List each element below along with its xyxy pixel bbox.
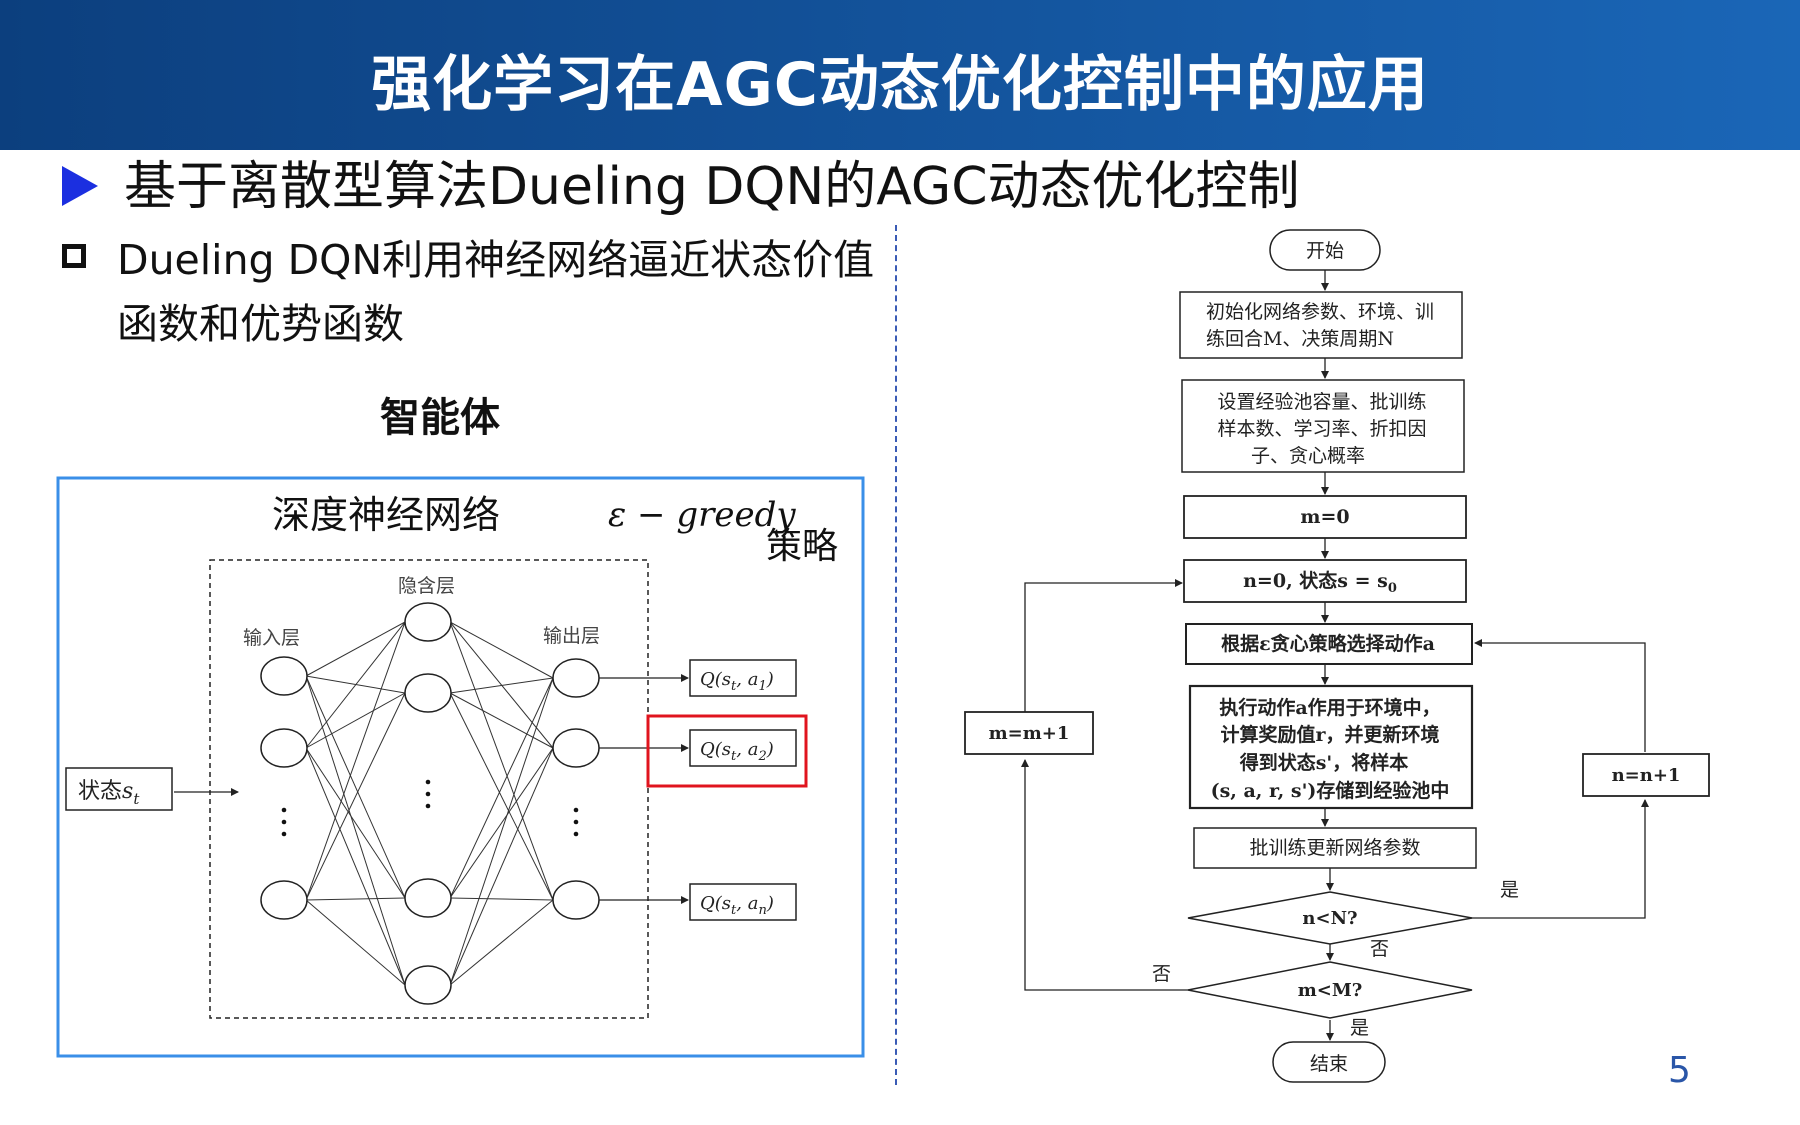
m-inc-box bbox=[964, 711, 1094, 755]
n-check-text: n<N? bbox=[1302, 908, 1357, 929]
q-output-box-3 bbox=[689, 883, 797, 921]
q-output-text-1: Q(st, a1) bbox=[700, 669, 774, 694]
execute-text-1: 执行动作a作用于环境中， bbox=[1219, 696, 1440, 719]
batch-train-box bbox=[1193, 827, 1477, 869]
square-bullet-icon bbox=[62, 244, 86, 268]
n-inc-box bbox=[1582, 753, 1710, 797]
output-layer-label: 输出层 bbox=[543, 625, 600, 647]
q-output-text-3: Q(st, an) bbox=[700, 893, 774, 918]
vertical-divider bbox=[895, 225, 897, 1085]
output-node bbox=[552, 658, 600, 698]
state-input-box bbox=[65, 767, 173, 811]
bullet-point: Dueling DQN利用神经网络逼近状态价值 函数和优势函数 bbox=[62, 228, 882, 356]
no-loop-line bbox=[1021, 759, 1190, 991]
setup-text-2: 样本数、学习率、折扣因 bbox=[1217, 418, 1426, 440]
batch-train-text: 批训练更新网络参数 bbox=[1249, 837, 1420, 859]
start-node bbox=[1269, 229, 1381, 271]
end-text: 结束 bbox=[1310, 1053, 1348, 1075]
header-bar: 强化学习在AGC动态优化控制中的应用 bbox=[0, 0, 1800, 150]
yes-label-2: 是 bbox=[1350, 1017, 1369, 1039]
input-node bbox=[260, 656, 308, 696]
input-node bbox=[260, 728, 308, 768]
input-layer-label: 输入层 bbox=[243, 627, 300, 649]
init-text-2: 练回合M、决策周期N bbox=[1206, 328, 1394, 350]
start-text: 开始 bbox=[1306, 240, 1344, 262]
setup-text-3: 子、贪心概率 bbox=[1251, 445, 1365, 467]
agent-label: 智能体 bbox=[380, 395, 500, 441]
choose-action-text: 根据ε贪心策略选择动作a bbox=[1221, 632, 1435, 655]
section-heading-text: 基于离散型算法Dueling DQN的AGC动态优化控制 bbox=[124, 157, 1300, 217]
setup-box bbox=[1181, 379, 1465, 473]
hidden-node bbox=[404, 673, 452, 713]
hidden-node bbox=[404, 965, 452, 1005]
hidden-nodes bbox=[404, 602, 452, 1005]
init-box bbox=[1179, 291, 1463, 359]
agent-panel bbox=[56, 476, 865, 1058]
section-heading: 基于离散型算法Dueling DQN的AGC动态优化控制 bbox=[62, 148, 1300, 226]
slide-title: 强化学习在AGC动态优化控制中的应用 bbox=[371, 50, 1429, 120]
n-inc-text: n=n+1 bbox=[1612, 765, 1681, 786]
bullet-line-1: Dueling DQN利用神经网络逼近状态价值 bbox=[117, 236, 875, 284]
m-inc-text: m=m+1 bbox=[989, 723, 1070, 744]
m-zero-box bbox=[1183, 495, 1467, 539]
no-label-1: 否 bbox=[1370, 938, 1389, 960]
q-output-box-1 bbox=[689, 659, 797, 697]
network-connections bbox=[305, 621, 554, 986]
network-boundary bbox=[209, 559, 649, 1019]
neural-network-diagram: 深度神经网络 ε − greedy 策略 隐含层 输入层 输出层 状态st bbox=[56, 476, 865, 1058]
n-zero-box bbox=[1183, 559, 1467, 603]
ellipsis-dots bbox=[281, 779, 579, 837]
input-node bbox=[260, 880, 308, 920]
hidden-node bbox=[404, 602, 452, 642]
network-title: 深度神经网络 bbox=[272, 493, 500, 537]
triangle-bullet-icon bbox=[62, 166, 98, 206]
bullet-line-2: 函数和优势函数 bbox=[117, 300, 404, 348]
n-inc-loop-line bbox=[1474, 639, 1646, 752]
flowchart: 开始 初始化网络参数、环境、训 练回合M、决策周期N 设置经验池容量、批训练 样… bbox=[964, 229, 1710, 1083]
yes-loop-line bbox=[1470, 799, 1649, 919]
m-check-diamond bbox=[1187, 961, 1473, 1019]
no-label-2: 否 bbox=[1152, 963, 1171, 985]
n-zero-text: n=0, 状态s = s0 bbox=[1243, 569, 1397, 596]
highlight-box bbox=[646, 714, 808, 788]
choose-action-box bbox=[1185, 623, 1473, 665]
m-inc-loop-line bbox=[1024, 579, 1183, 712]
execute-text-3: 得到状态s'，将样本 bbox=[1239, 751, 1409, 774]
m-check-text: m<M? bbox=[1298, 980, 1363, 1001]
page-number: 5 bbox=[1668, 1050, 1691, 1091]
execute-text-2: 计算奖励值r，并更新环境 bbox=[1220, 723, 1439, 746]
policy-word: 策略 bbox=[766, 526, 838, 567]
state-input-text: 状态st bbox=[78, 779, 140, 808]
yes-label-1: 是 bbox=[1500, 879, 1519, 901]
output-nodes bbox=[552, 658, 600, 920]
output-node bbox=[552, 728, 600, 768]
input-nodes bbox=[260, 656, 308, 920]
m-zero-text: m=0 bbox=[1300, 506, 1349, 528]
hidden-node bbox=[404, 878, 452, 918]
end-node bbox=[1272, 1041, 1386, 1083]
setup-text-1: 设置经验池容量、批训练 bbox=[1217, 391, 1426, 413]
q-output-text-2: Q(st, a2) bbox=[700, 739, 774, 764]
policy-math: ε − greedy bbox=[608, 495, 796, 535]
hidden-layer-label: 隐含层 bbox=[398, 575, 455, 597]
init-text-1: 初始化网络参数、环境、训 bbox=[1206, 301, 1434, 323]
execute-text-4: (s, a, r, s')存储到经验池中 bbox=[1211, 779, 1450, 802]
q-output-box-2 bbox=[689, 729, 797, 767]
execute-box bbox=[1188, 684, 1474, 810]
n-check-diamond bbox=[1187, 891, 1473, 945]
output-node bbox=[552, 880, 600, 920]
